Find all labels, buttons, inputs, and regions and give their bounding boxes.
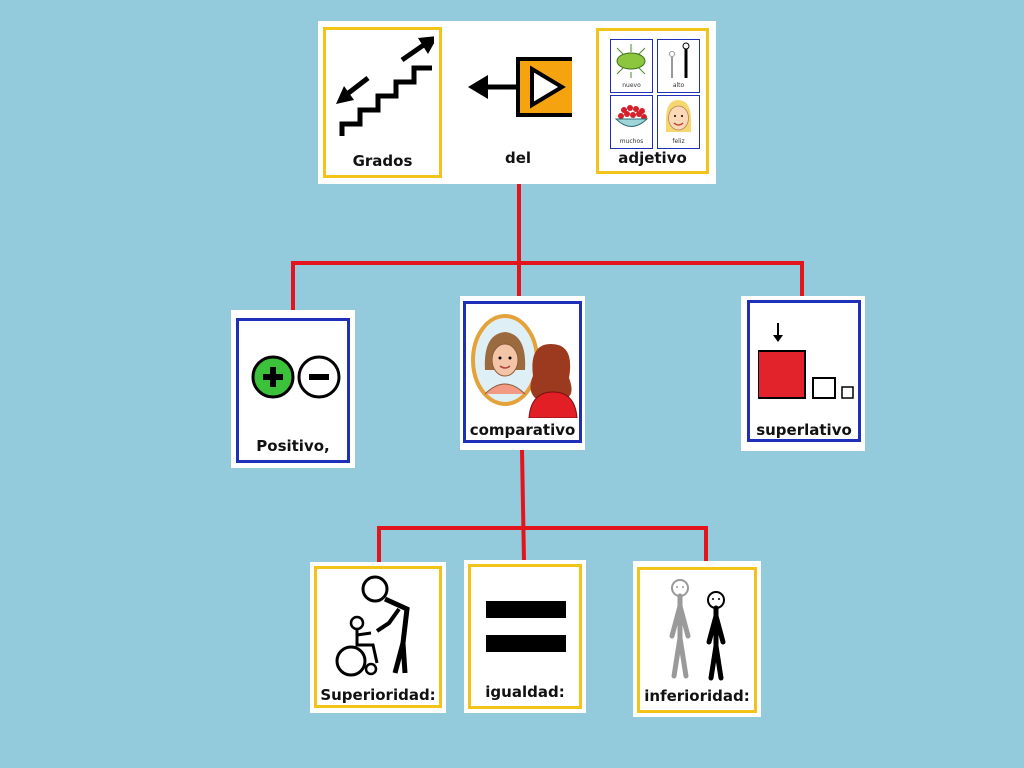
label-adjetivo: adjetivo bbox=[618, 149, 687, 167]
grados-pictogram: Grados bbox=[323, 27, 442, 178]
superlative-card: superlativo bbox=[741, 296, 865, 451]
label-equality: igualdad: bbox=[485, 683, 565, 701]
comparative-pictogram: comparativo bbox=[463, 301, 582, 443]
label-comparative: comparativo bbox=[469, 421, 576, 439]
largest-square-icon bbox=[758, 323, 854, 399]
equality-card: igualdad: bbox=[464, 560, 586, 713]
label-feliz: feliz bbox=[672, 138, 685, 145]
superlative-pictogram: superlativo bbox=[747, 300, 861, 442]
label-alto: alto bbox=[672, 82, 685, 89]
label-muchos: muchos bbox=[619, 138, 644, 145]
superiority-card: Superioridad: bbox=[310, 562, 446, 713]
inferiority-card: inferioridad: bbox=[633, 561, 761, 717]
label-inferiority: inferioridad: bbox=[644, 687, 750, 705]
comparative-card: comparativo bbox=[460, 296, 585, 450]
positive-card: Positivo, bbox=[231, 310, 355, 468]
adjetivo-pictogram: nuevo alto muchos bbox=[596, 28, 709, 174]
mini-card-nuevo: nuevo bbox=[610, 39, 653, 93]
superiority-pictogram: Superioridad: bbox=[314, 566, 442, 708]
woman-mirror-icon bbox=[471, 314, 578, 418]
tall-person-icon bbox=[669, 42, 690, 78]
mini-card-alto: alto bbox=[657, 39, 700, 93]
happy-face-icon bbox=[666, 100, 691, 132]
del-pictogram: del bbox=[458, 27, 578, 178]
title-card: Grados del nuevo bbox=[318, 21, 716, 184]
equals-sign-icon bbox=[486, 601, 566, 652]
stairs-arrows-icon bbox=[336, 36, 434, 136]
label-nuevo: nuevo bbox=[622, 82, 641, 89]
tall-person-wheelchair-icon bbox=[335, 575, 410, 677]
bowl-of-fruit-icon bbox=[614, 105, 649, 127]
label-del: del bbox=[504, 149, 532, 167]
positive-pictogram: Positivo, bbox=[236, 318, 350, 463]
new-icon bbox=[616, 44, 646, 78]
label-grados: Grados bbox=[352, 152, 413, 170]
mini-card-muchos: muchos bbox=[610, 95, 653, 149]
mini-card-feliz: feliz bbox=[657, 95, 700, 149]
equality-pictogram: igualdad: bbox=[468, 564, 582, 709]
inferiority-pictogram: inferioridad: bbox=[637, 567, 757, 713]
label-superiority: Superioridad: bbox=[320, 686, 436, 704]
plus-minus-icon bbox=[251, 355, 341, 399]
label-superlative: superlativo bbox=[756, 421, 852, 439]
short-and-tall-people-icon bbox=[669, 579, 726, 681]
play-arrow-icon bbox=[468, 57, 572, 117]
label-positive: Positivo, bbox=[256, 437, 330, 455]
connector-comparative-to-level2 bbox=[519, 447, 527, 565]
